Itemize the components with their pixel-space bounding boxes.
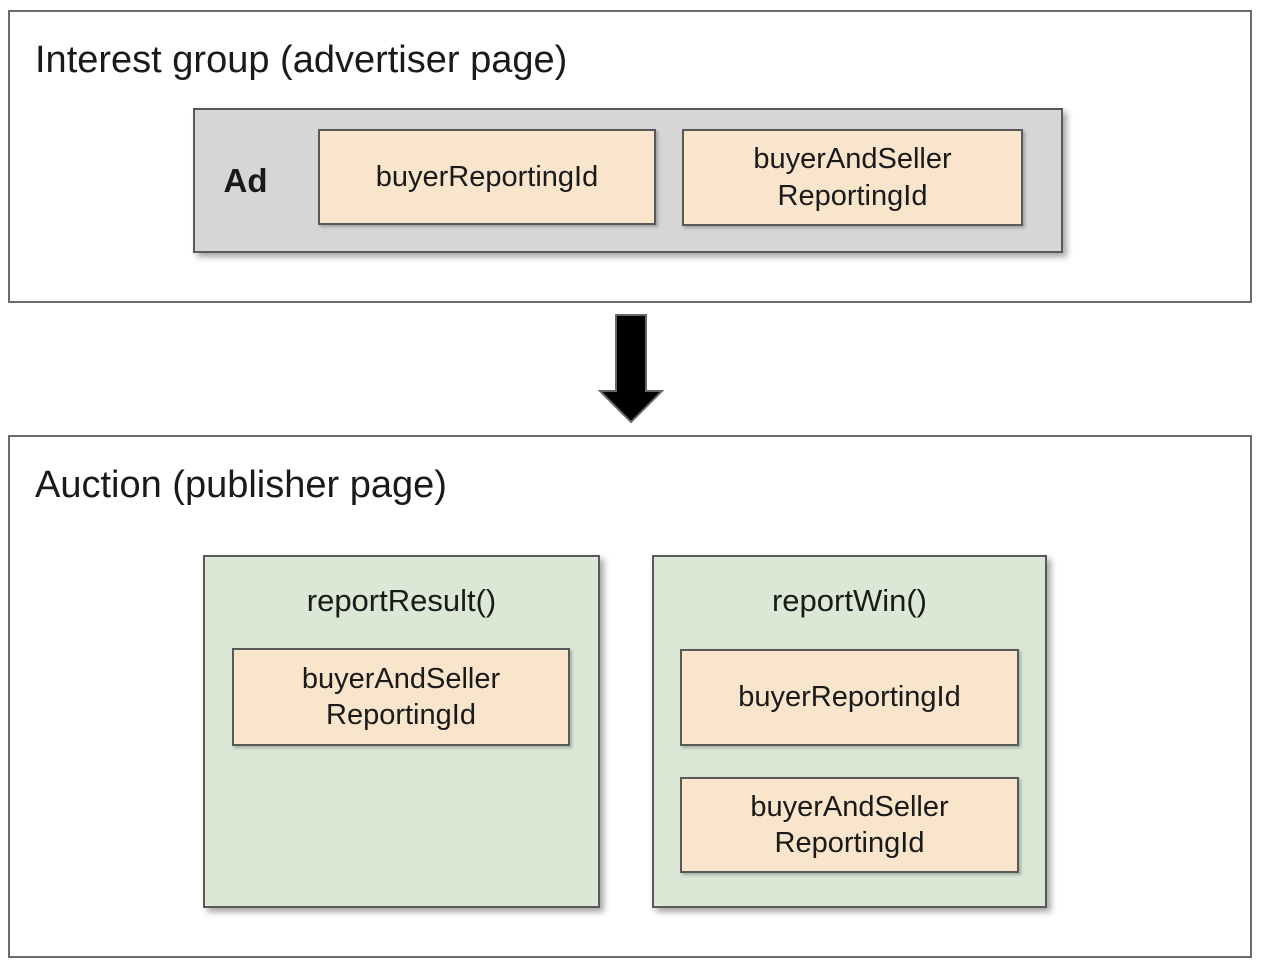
auction-title: Auction (publisher page) bbox=[35, 464, 447, 506]
chip-buyer-and-seller-reporting-id-label: buyerAndSeller ReportingId bbox=[750, 790, 949, 859]
ad-box: Ad buyerReportingId buyerAndSeller Repor… bbox=[193, 108, 1063, 253]
chip-buyer-and-seller-reporting-id-label: buyerAndSeller ReportingId bbox=[753, 143, 952, 212]
down-arrow-icon bbox=[598, 314, 664, 424]
chip-buyer-reporting-id: buyerReportingId bbox=[318, 129, 656, 225]
report-win-box: reportWin() buyerReportingId buyerAndSel… bbox=[652, 555, 1047, 908]
chip-buyer-and-seller-reporting-id-label: buyerAndSeller ReportingId bbox=[301, 662, 501, 731]
chip-buyer-and-seller-reporting-id: buyerAndSeller ReportingId bbox=[682, 129, 1023, 226]
auction-panel: Auction (publisher page) reportResult() … bbox=[8, 435, 1252, 958]
chip-buyer-reporting-id-label: buyerReportingId bbox=[375, 160, 599, 193]
chip-buyer-and-seller-reporting-id: buyerAndSeller ReportingId bbox=[680, 777, 1019, 873]
interest-group-title: Interest group (advertiser page) bbox=[35, 39, 568, 81]
ad-label: Ad bbox=[223, 161, 268, 199]
interest-group-panel: Interest group (advertiser page) Ad buye… bbox=[8, 10, 1252, 303]
chip-buyer-reporting-id-label: buyerReportingId bbox=[738, 681, 961, 714]
chip-buyer-and-seller-reporting-id: buyerAndSeller ReportingId bbox=[232, 648, 570, 746]
report-result-box: reportResult() buyerAndSeller ReportingI… bbox=[203, 555, 600, 908]
chip-buyer-reporting-id: buyerReportingId bbox=[680, 649, 1019, 746]
report-win-title: reportWin() bbox=[771, 583, 927, 618]
report-result-title: reportResult() bbox=[306, 583, 497, 618]
